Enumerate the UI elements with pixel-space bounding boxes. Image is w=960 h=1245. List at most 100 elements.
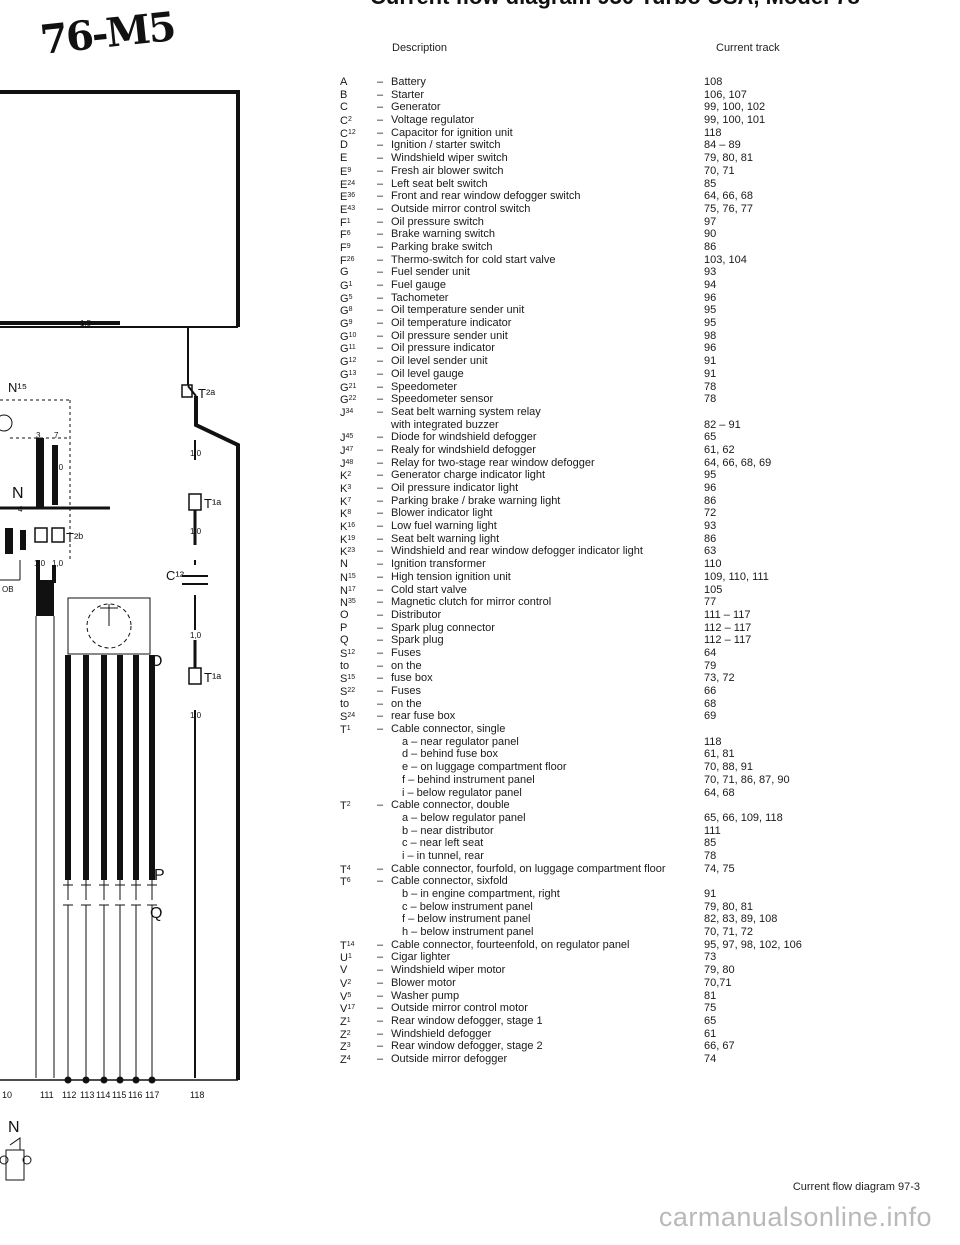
component-code-index: 15 (347, 572, 356, 580)
track-number-row: 10 111 112 113 114 115 116 117 118 (2, 1090, 204, 1100)
component-description: Voltage regulator (391, 114, 475, 127)
component-code-letter: N (340, 558, 348, 571)
current-track-value: 77 (704, 596, 717, 609)
dash-separator: – (377, 317, 384, 330)
component-code: F6 (340, 228, 374, 242)
component-code-index: 2 (346, 1029, 351, 1037)
label-p: P (154, 867, 165, 884)
component-code-letter: J (340, 406, 346, 419)
component-description: Spark plug connector (391, 621, 495, 634)
dash-separator: – (377, 1040, 384, 1053)
component-code: G1 (340, 279, 374, 293)
current-track-value: 93 (704, 266, 717, 279)
dash-separator: – (377, 723, 384, 736)
dash-separator: – (377, 114, 384, 127)
dash-separator: – (377, 190, 384, 203)
label-q: Q (150, 905, 162, 922)
current-track-value: 91 (704, 367, 717, 380)
legend-row: E36–Front and rear window defogger switc… (340, 190, 820, 203)
component-code-index: 5 (347, 991, 352, 999)
component-code-letter: J (340, 457, 346, 470)
dash-separator: – (377, 456, 384, 469)
component-code: K2 (340, 469, 374, 483)
current-track-value: 79 (704, 659, 717, 672)
legend-row: T1–Cable connector, single (340, 723, 820, 736)
component-description: Oil level sender unit (391, 355, 488, 368)
component-description: Distributor (391, 608, 442, 621)
current-track-value: 70, 71 (704, 164, 735, 177)
current-track-value: 108 (704, 76, 723, 88)
component-code-letter: S (340, 673, 348, 686)
component-code-letter: V (340, 1003, 348, 1016)
component-code: T4 (340, 863, 374, 877)
dash-separator: – (377, 380, 384, 393)
current-track-value: 97 (704, 215, 717, 228)
current-track-value: 81 (704, 989, 717, 1002)
track-number: 118 (190, 1090, 204, 1100)
component-code-index: 11 (348, 344, 356, 352)
component-description: a – near regulator panel (402, 735, 519, 748)
component-code: J45 (340, 431, 374, 445)
component-code-letter: C (340, 115, 348, 128)
wire-size: 1,0 (52, 559, 64, 568)
current-track-value: 63 (704, 545, 717, 558)
dash-separator: – (377, 507, 384, 520)
component-description: Spark plug (391, 634, 444, 647)
ground-bus (0, 1076, 238, 1084)
component-code-index: 21 (348, 382, 357, 390)
component-description: Rear window defogger, stage 1 (391, 1014, 543, 1027)
component-description: Fuses (391, 685, 421, 697)
current-track-header: Current track (716, 42, 780, 54)
wire-size: 1,0 (190, 711, 202, 720)
dash-separator: – (377, 583, 384, 596)
component-description: Capacitor for ignition unit (391, 126, 513, 139)
current-track-value: 65 (704, 431, 717, 444)
component-description: f – below instrument panel (402, 913, 531, 926)
current-track-value: 90 (704, 228, 717, 241)
component-code: F26 (340, 254, 374, 268)
component-code: T1 (340, 723, 374, 737)
component-description: Blower motor (391, 976, 456, 989)
component-code-index: 3 (346, 1042, 351, 1050)
component-code-index: 34 (345, 407, 354, 415)
component-code-index: 3 (347, 484, 352, 491)
current-track-value: 78 (704, 849, 717, 862)
component-code: S12 (340, 647, 374, 661)
component-code: G13 (340, 368, 374, 382)
component-code: S22 (340, 685, 374, 699)
current-track-value: 106, 107 (704, 88, 747, 101)
current-track-value: 111 – 117 (704, 608, 751, 621)
current-track-value: 61, 62 (704, 443, 735, 456)
wire-size: 1,0 (190, 631, 202, 640)
component-code-letter: G (340, 305, 349, 318)
component-description: High tension ignition unit (391, 570, 511, 583)
current-track-value: 94 (704, 279, 717, 291)
dash-separator: – (377, 240, 384, 253)
current-track-value: 95 (704, 317, 717, 330)
dash-separator: – (377, 799, 384, 812)
component-code-index: 12 (347, 648, 356, 656)
current-track-value: 111 (704, 824, 721, 837)
component-code-index: 9 (346, 242, 351, 250)
component-code-index: 2 (347, 471, 352, 479)
current-track-value: 110 (704, 558, 722, 571)
dash-separator: – (377, 291, 384, 304)
dash-separator: – (377, 469, 384, 482)
component-description: Low fuel warning light (391, 520, 497, 533)
component-code-letter: S (340, 686, 348, 698)
